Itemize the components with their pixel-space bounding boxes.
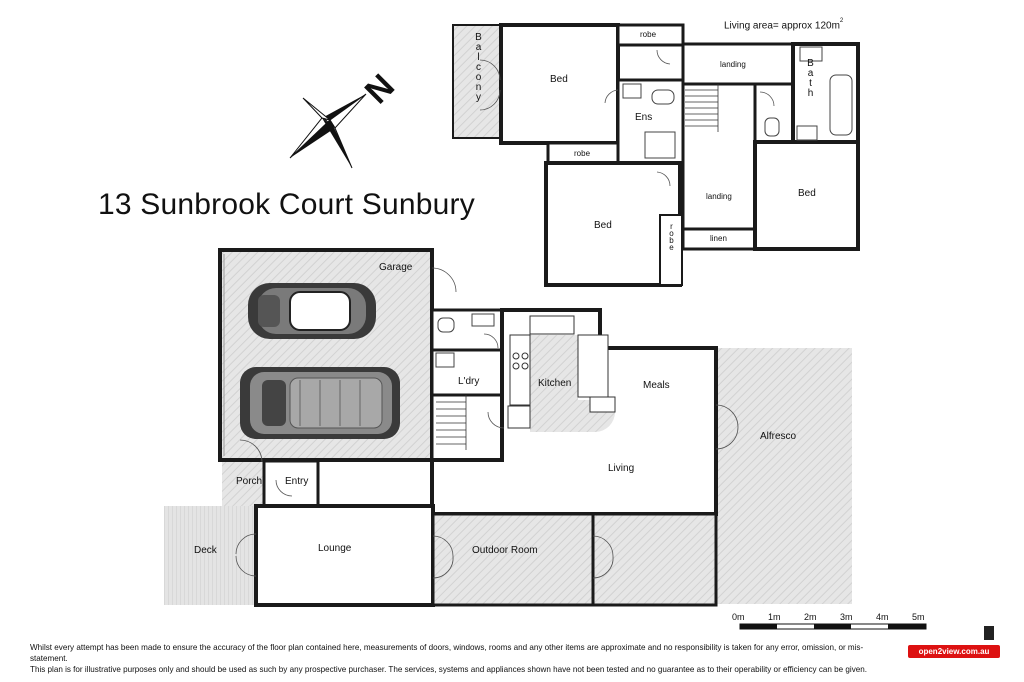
- room-label-landing-top: landing: [720, 60, 746, 69]
- disclaimer: Whilst every attempt has been made to en…: [30, 642, 900, 675]
- upper-floor: [452, 23, 860, 287]
- room-label-outdoor-room: Outdoor Room: [472, 545, 538, 556]
- scale-bar: [739, 623, 927, 630]
- compass-icon: [289, 93, 367, 169]
- room-label-ens: Ens: [635, 112, 653, 123]
- balcony-text: Balcony: [473, 32, 484, 102]
- scale-label-4: 4m: [876, 612, 889, 622]
- room-label-deck: Deck: [194, 545, 217, 556]
- room-label-alfresco: Alfresco: [760, 431, 797, 442]
- living-area-text: Living area= approx 120m: [724, 20, 840, 32]
- room-label-linen: linen: [710, 234, 727, 243]
- room-label-bed1: Bed: [550, 74, 568, 85]
- car-icon: [240, 367, 400, 439]
- scale-label-1: 1m: [768, 612, 781, 622]
- room-label-porch: Porch: [236, 476, 263, 487]
- scale-label-2: 2m: [804, 612, 817, 622]
- disclaimer-line-2: This plan is for illustrative purposes o…: [30, 665, 867, 674]
- scale-label-5: 5m: [912, 612, 925, 622]
- room-label-bath: Bath: [803, 58, 816, 103]
- room-label-lounge: Lounge: [318, 543, 352, 554]
- room-label-garage: Garage: [379, 262, 413, 273]
- bath-text: Bath: [805, 58, 816, 98]
- brand-logo: open2view.com.au: [908, 645, 1000, 658]
- living-area-note: Living area= approx 120m2: [724, 18, 844, 32]
- scale-label-3: 3m: [840, 612, 853, 622]
- room-label-entry: Entry: [285, 476, 309, 487]
- room-label-bed3: Bed: [798, 188, 816, 199]
- room-label-kitchen: Kitchen: [538, 378, 572, 389]
- car-icon: [248, 283, 376, 339]
- room-label-landing-mid: landing: [706, 192, 732, 201]
- page-title: 13 Sunbrook Court Sunbury: [98, 188, 475, 221]
- room-label-robe-top: robe: [640, 30, 657, 39]
- room-label-ldry: L'dry: [458, 376, 480, 387]
- robe-vert-text: robe: [667, 222, 676, 250]
- scale-label-0: 0m: [732, 612, 745, 622]
- ground-floor: [164, 248, 852, 607]
- room-label-meals: Meals: [643, 380, 670, 391]
- room-label-balcony: Balcony: [471, 32, 484, 107]
- living-area-sup: 2: [839, 18, 844, 24]
- logo-icon: [984, 626, 994, 640]
- room-label-robe-vert: robe: [666, 222, 676, 253]
- room-label-bed2: Bed: [594, 220, 612, 231]
- room-label-robe-mid: robe: [574, 149, 591, 158]
- disclaimer-line-1: Whilst every attempt has been made to en…: [30, 643, 864, 663]
- room-label-living: Living: [608, 463, 635, 474]
